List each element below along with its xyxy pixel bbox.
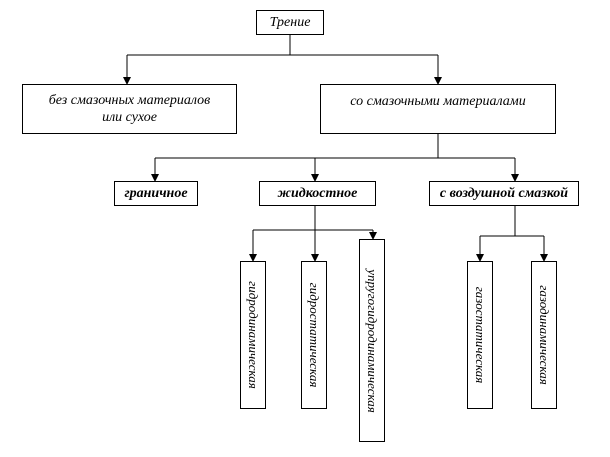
node-with-lubricant-label: со смазочными материалами (350, 94, 526, 109)
node-hydrodynamic: гидродинамическая (240, 261, 266, 409)
node-root: Трение (256, 10, 324, 35)
node-hydrostatic: гидростатическая (301, 261, 327, 409)
node-hydrodynamic-label: гидродинамическая (246, 281, 262, 389)
node-without-lubricant-line1: без смазочных материалов (48, 92, 211, 108)
node-gasostatic-label: газостатическая (473, 286, 489, 384)
node-liquid: жидкостное (259, 181, 376, 206)
node-without-lubricant-line2: или сухое (102, 110, 157, 125)
node-liquid-label: жидкостное (277, 185, 358, 201)
node-elastohydrodynamic-label: упругогидродинамическая (365, 268, 381, 413)
node-gasodynamic: газодинамическая (531, 261, 557, 409)
node-boundary-label: граничное (124, 185, 188, 201)
node-without-lubricant: без смазочных материалов или сухое (22, 84, 237, 134)
node-air-lubricated: с воздушной смазкой (429, 181, 579, 206)
node-elastohydrodynamic: упругогидродинамическая (359, 239, 385, 442)
node-with-lubricant: со смазочными материалами (320, 84, 556, 134)
node-gasodynamic-label: газодинамическая (537, 285, 553, 385)
node-root-label: Трение (269, 14, 311, 30)
node-gasostatic: газостатическая (467, 261, 493, 409)
node-boundary: граничное (114, 181, 198, 206)
node-hydrostatic-label: гидростатическая (307, 282, 323, 388)
node-air-lubricated-label: с воздушной смазкой (439, 185, 569, 201)
